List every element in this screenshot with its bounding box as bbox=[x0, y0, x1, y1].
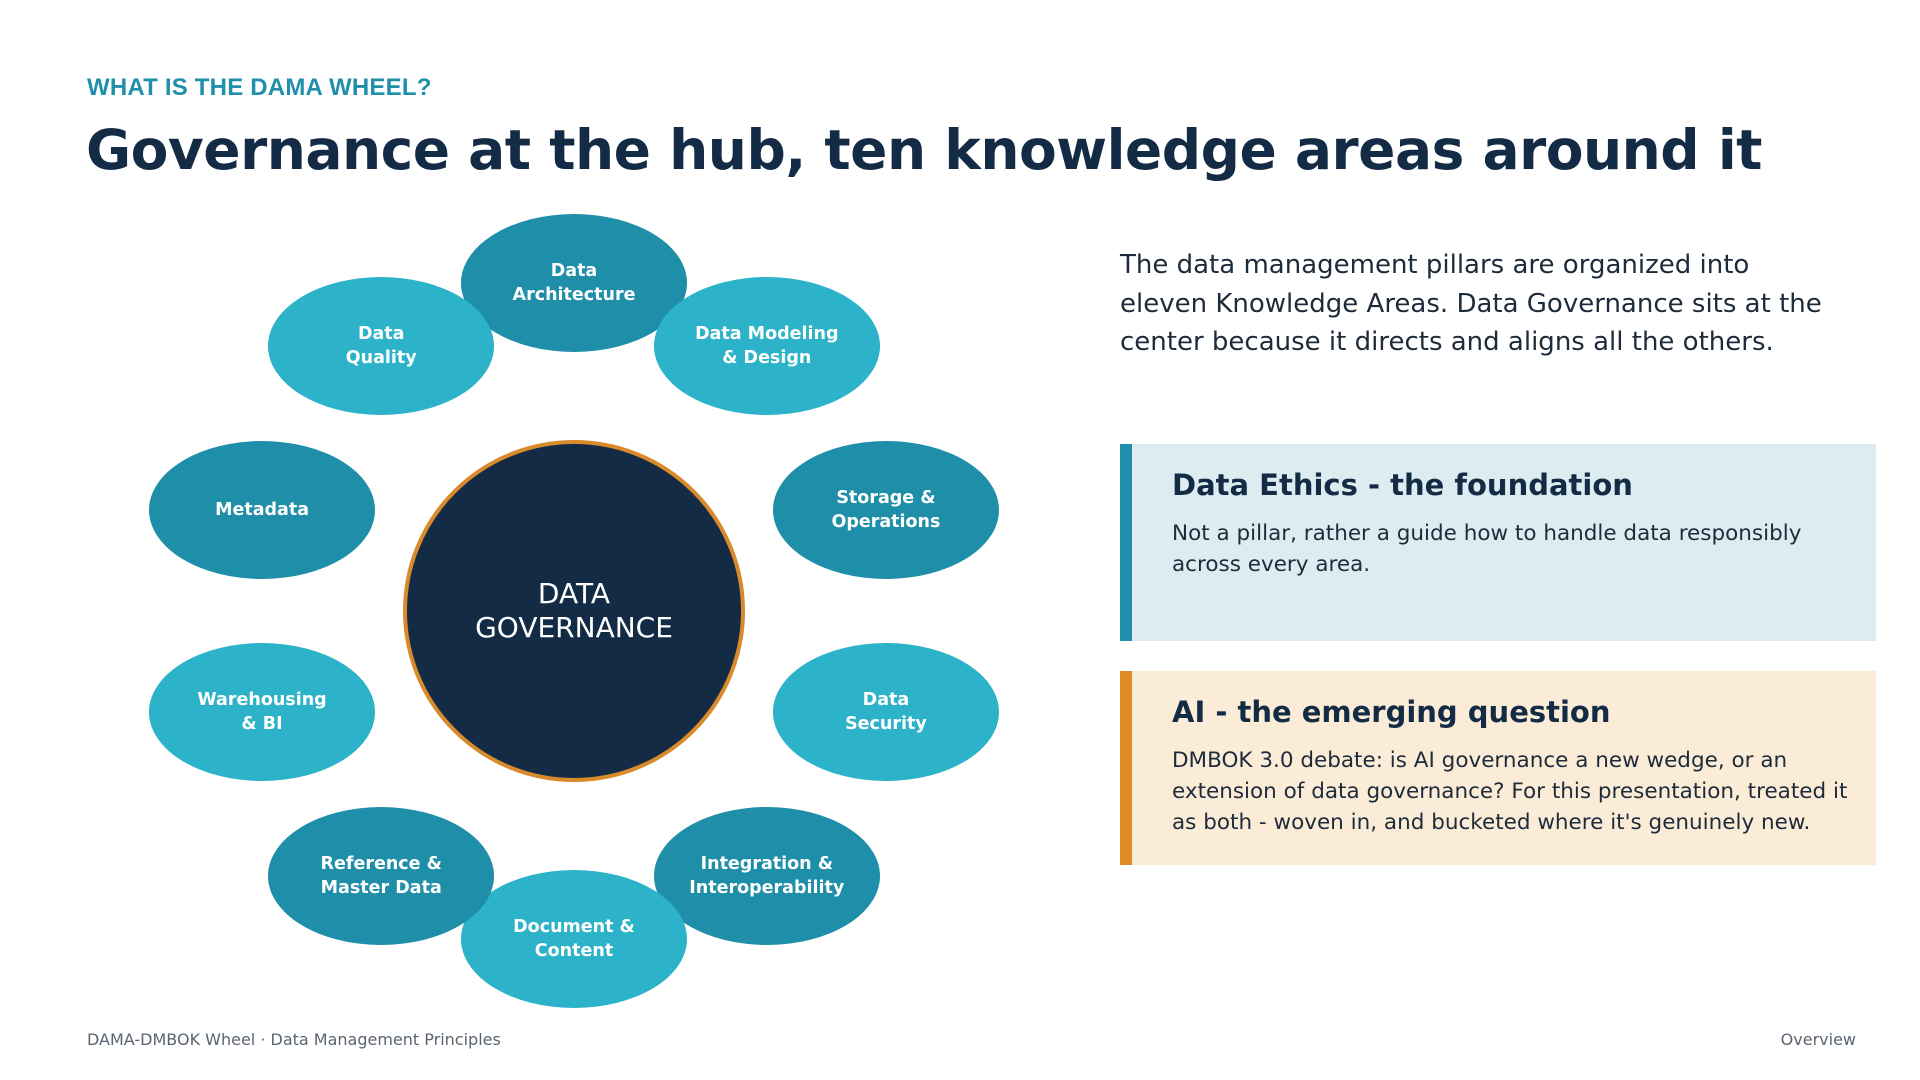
area-warehousing-bi: Warehousing & BI bbox=[149, 643, 376, 782]
footer-section: Overview bbox=[1780, 1030, 1856, 1049]
area-label: Data Architecture bbox=[512, 261, 636, 305]
area-label: Data Security bbox=[845, 690, 927, 735]
card-ai: AI - the emerging question DMBOK 3.0 deb… bbox=[1120, 671, 1876, 865]
area-document-content: Document & Content bbox=[461, 870, 687, 1008]
hub-data-governance: DATA GOVERNANCE bbox=[403, 440, 745, 782]
footer-source: DAMA-DMBOK Wheel · Data Management Princ… bbox=[87, 1030, 501, 1049]
area-label: Integration & Interoperability bbox=[689, 854, 845, 899]
area-data-quality: Data Quality bbox=[268, 276, 495, 415]
section-eyebrow: WHAT IS THE DAMA WHEEL? bbox=[87, 74, 432, 101]
area-data-modeling-design: Data Modeling & Design bbox=[653, 276, 880, 415]
card-body: Not a pillar, rather a guide how to hand… bbox=[1172, 521, 1802, 577]
area-data-security: Data Security bbox=[772, 643, 999, 782]
area-reference-master-data: Reference & Master Data bbox=[268, 807, 495, 946]
page-title: Governance at the hub, ten knowledge are… bbox=[86, 118, 1762, 182]
card-title: Data Ethics - the foundation bbox=[1172, 468, 1633, 502]
area-integration-interoperability: Integration & Interoperability bbox=[653, 807, 880, 946]
area-storage-operations: Storage & Operations bbox=[772, 440, 999, 579]
area-label: Metadata bbox=[215, 499, 310, 520]
dama-wheel-diagram: Data Architecture Data Modeling & Design… bbox=[140, 210, 1010, 1010]
area-label: Document & Content bbox=[513, 917, 635, 961]
area-data-architecture: Data Architecture bbox=[461, 214, 687, 352]
intro-paragraph: The data management pillars are organize… bbox=[1120, 250, 1822, 357]
area-label: Reference & Master Data bbox=[320, 854, 442, 899]
area-label: Data Modeling & Design bbox=[695, 323, 839, 368]
card-title: AI - the emerging question bbox=[1172, 695, 1611, 729]
hub-label: DATA GOVERNANCE bbox=[475, 577, 673, 644]
card-body: DMBOK 3.0 debate: is AI governance a new… bbox=[1172, 748, 1848, 835]
area-metadata: Metadata bbox=[149, 440, 376, 579]
card-data-ethics: Data Ethics - the foundation Not a pilla… bbox=[1120, 444, 1876, 641]
area-label: Storage & Operations bbox=[831, 487, 941, 532]
area-label: Warehousing & BI bbox=[197, 690, 327, 735]
area-label: Data Quality bbox=[345, 323, 417, 368]
